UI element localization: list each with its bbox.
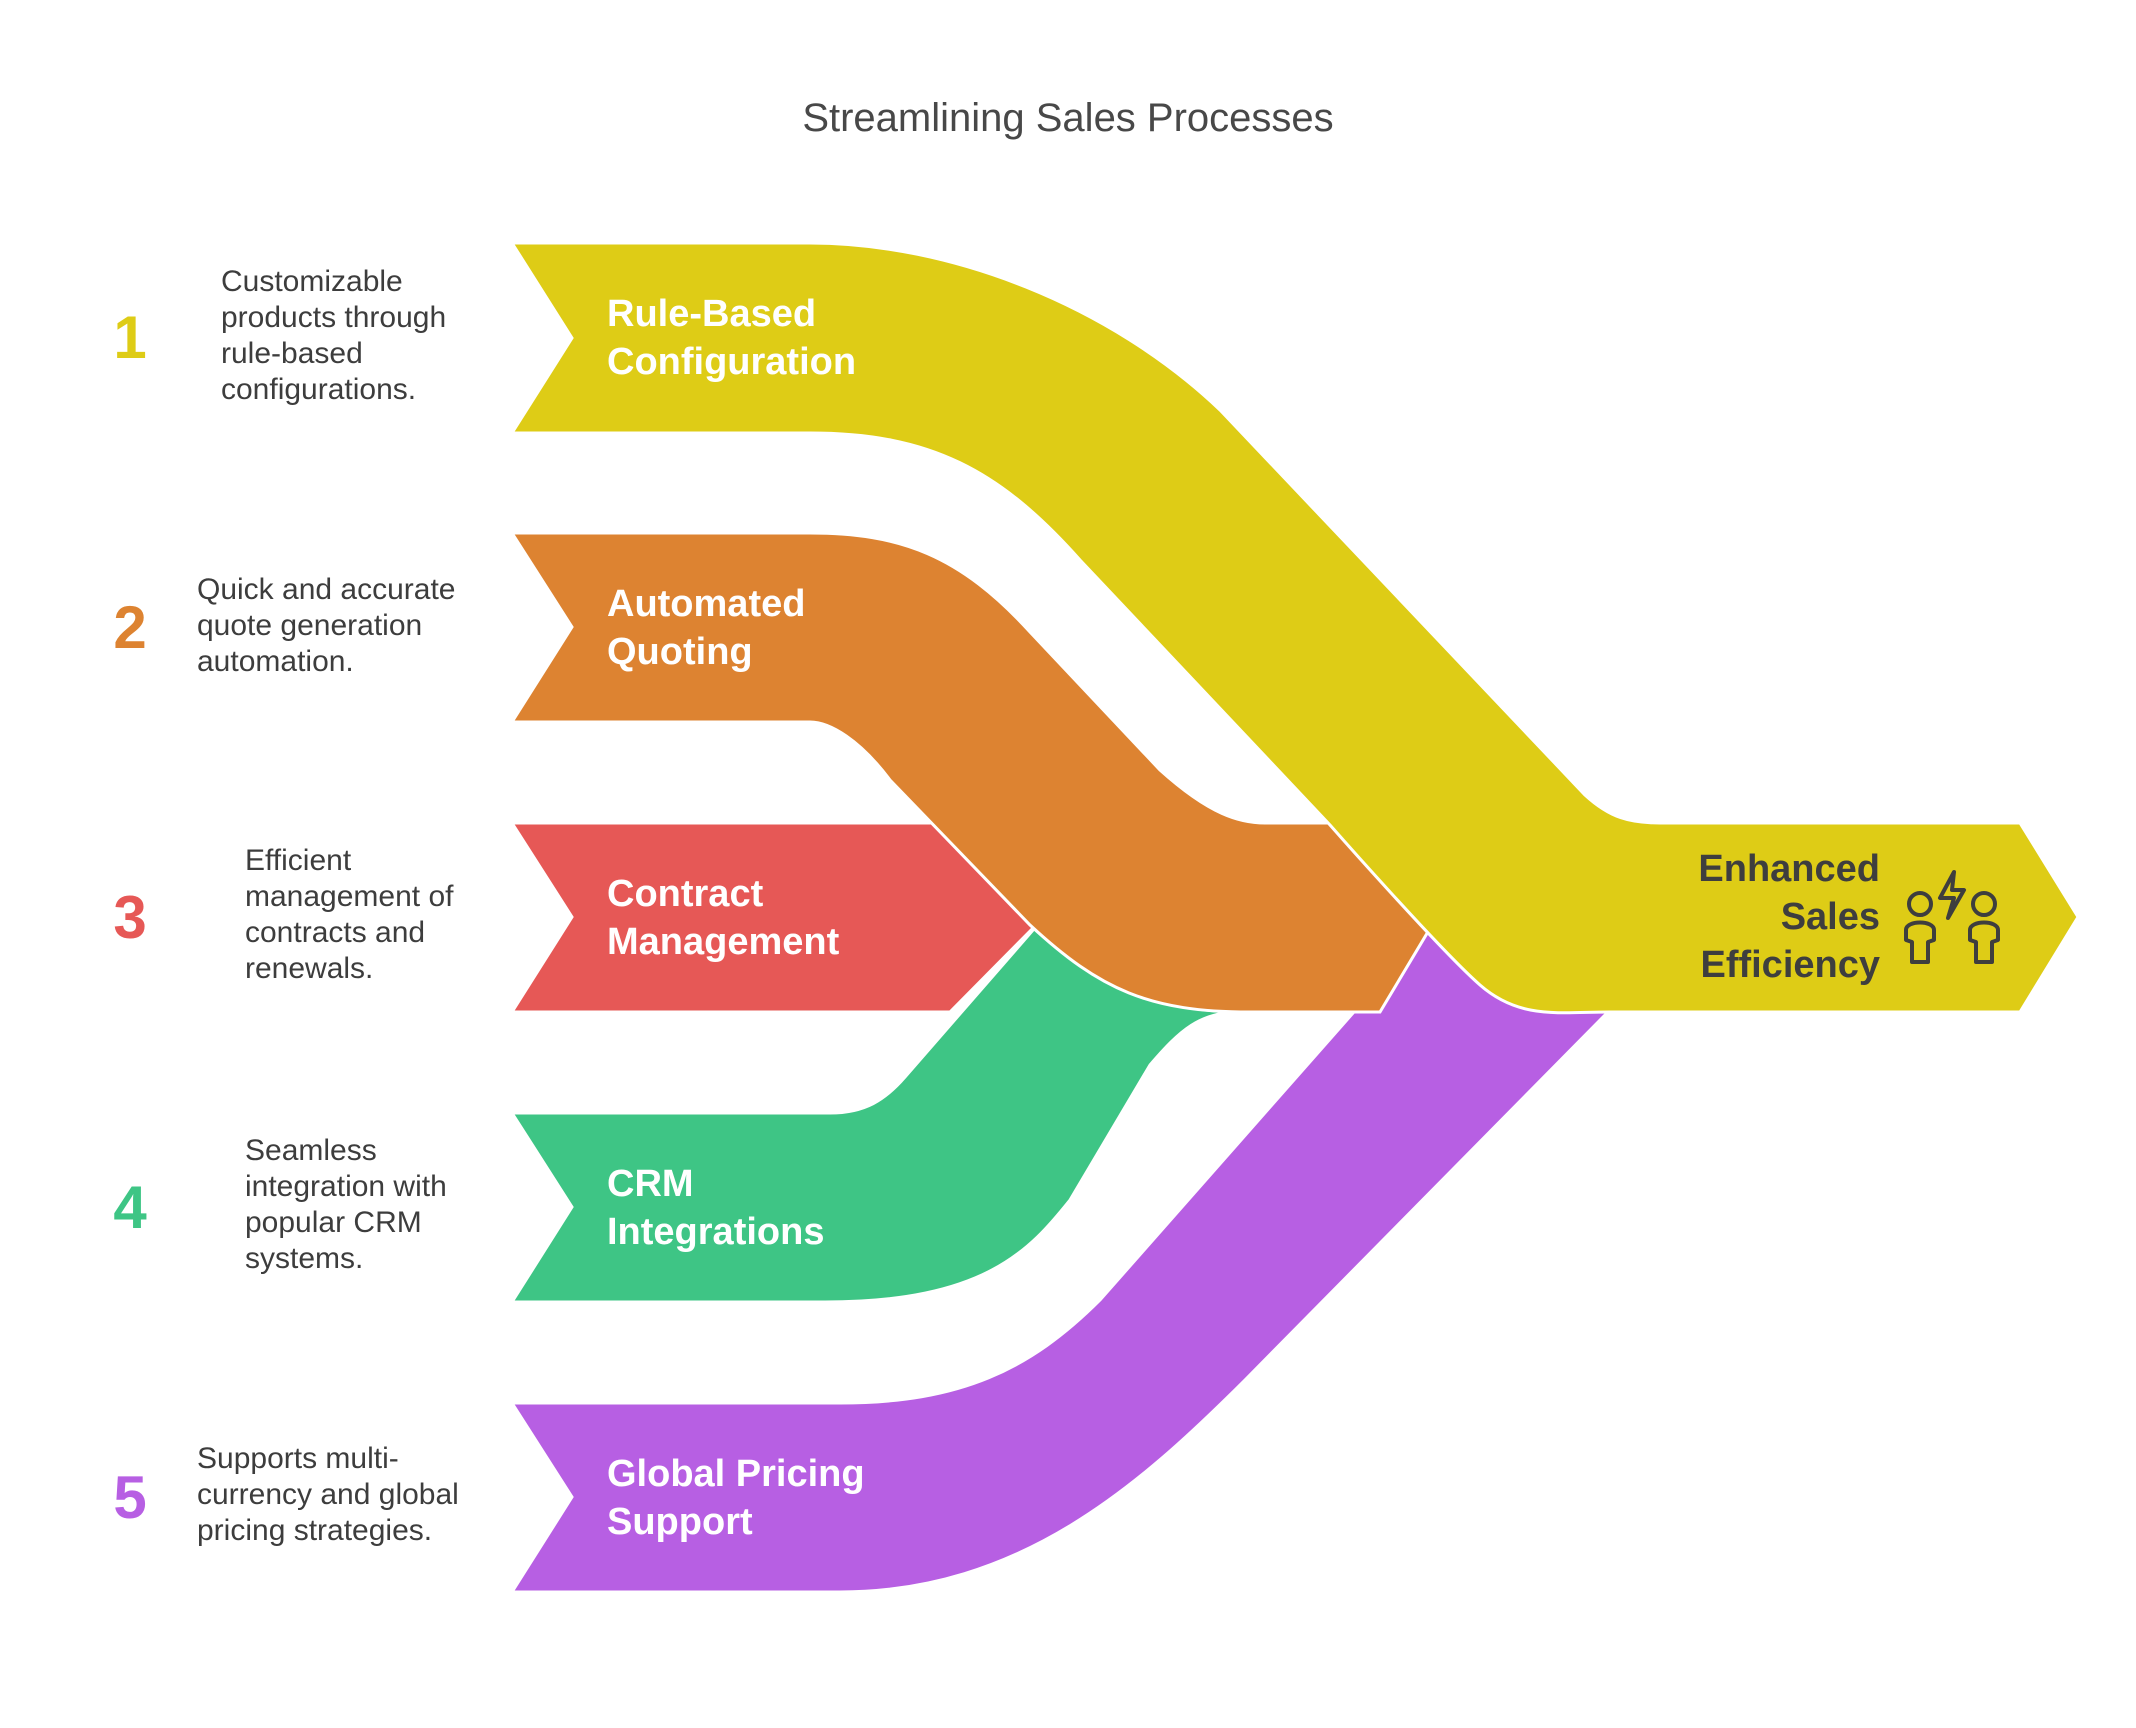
stage-2-description: Quick and accurate quote generation auto… <box>197 573 456 678</box>
stage-5-description: Supports multi- currency and global pric… <box>197 1442 459 1547</box>
stage-4-description: Seamless integration with popular CRM sy… <box>245 1134 447 1275</box>
stage-5-ribbon <box>509 918 1611 1594</box>
stage-4-number: 4 <box>113 1174 147 1241</box>
diagram-title: Streamlining Sales Processes <box>802 96 1334 140</box>
stage-3-description: Efficient management of contracts and re… <box>245 844 454 985</box>
stage-1-ribbon <box>509 241 2080 1015</box>
stage-2-number: 2 <box>113 594 147 661</box>
stage-1-number: 1 <box>113 304 147 371</box>
stage-3-number: 3 <box>113 884 147 951</box>
stage-4-ribbon <box>509 919 1241 1304</box>
stage-1-description: Customizable products through rule-based… <box>221 265 447 406</box>
stage-5-number: 5 <box>113 1464 147 1531</box>
result-label: Enhanced Sales Efficiency <box>1698 848 1880 986</box>
people-energy-icon <box>1904 870 2000 964</box>
